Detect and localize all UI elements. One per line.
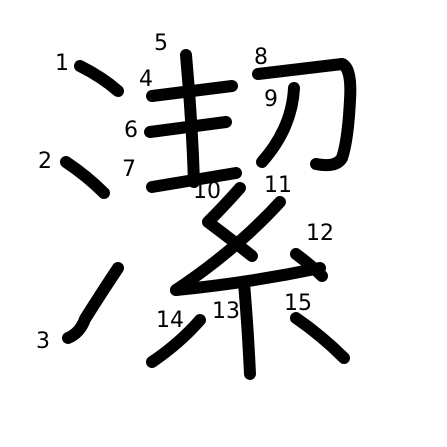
stroke-1 xyxy=(74,60,124,97)
stroke-8 xyxy=(252,58,357,172)
stroke-number-11: 11 xyxy=(264,173,292,198)
stroke-number-1: 1 xyxy=(55,51,69,76)
stroke-number-4: 4 xyxy=(139,67,153,92)
stroke-number-2: 2 xyxy=(38,149,52,174)
stroke-3 xyxy=(62,262,124,344)
stroke-number-8: 8 xyxy=(254,45,268,70)
stroke-number-5: 5 xyxy=(154,31,168,56)
stroke-14 xyxy=(146,314,206,368)
stroke-number-15: 15 xyxy=(284,291,312,316)
stroke-13 xyxy=(238,277,256,380)
stroke-number-12: 12 xyxy=(306,221,334,246)
stroke-7 xyxy=(146,167,242,193)
stroke-number-3: 3 xyxy=(36,329,50,354)
stroke-15 xyxy=(290,312,350,364)
stroke-number-13: 13 xyxy=(212,299,240,324)
stroke-number-14: 14 xyxy=(156,308,184,333)
stroke-6 xyxy=(144,116,232,138)
stroke-number-7: 7 xyxy=(122,157,136,182)
stroke-number-9: 9 xyxy=(264,87,278,112)
stroke-number-10: 10 xyxy=(193,179,221,204)
stroke-number-6: 6 xyxy=(124,118,138,143)
stroke-2 xyxy=(60,156,110,199)
stroke-5 xyxy=(180,49,200,188)
stroke-9 xyxy=(256,82,300,168)
stroke-11 xyxy=(170,196,286,296)
stroke-12-tail xyxy=(290,248,328,282)
